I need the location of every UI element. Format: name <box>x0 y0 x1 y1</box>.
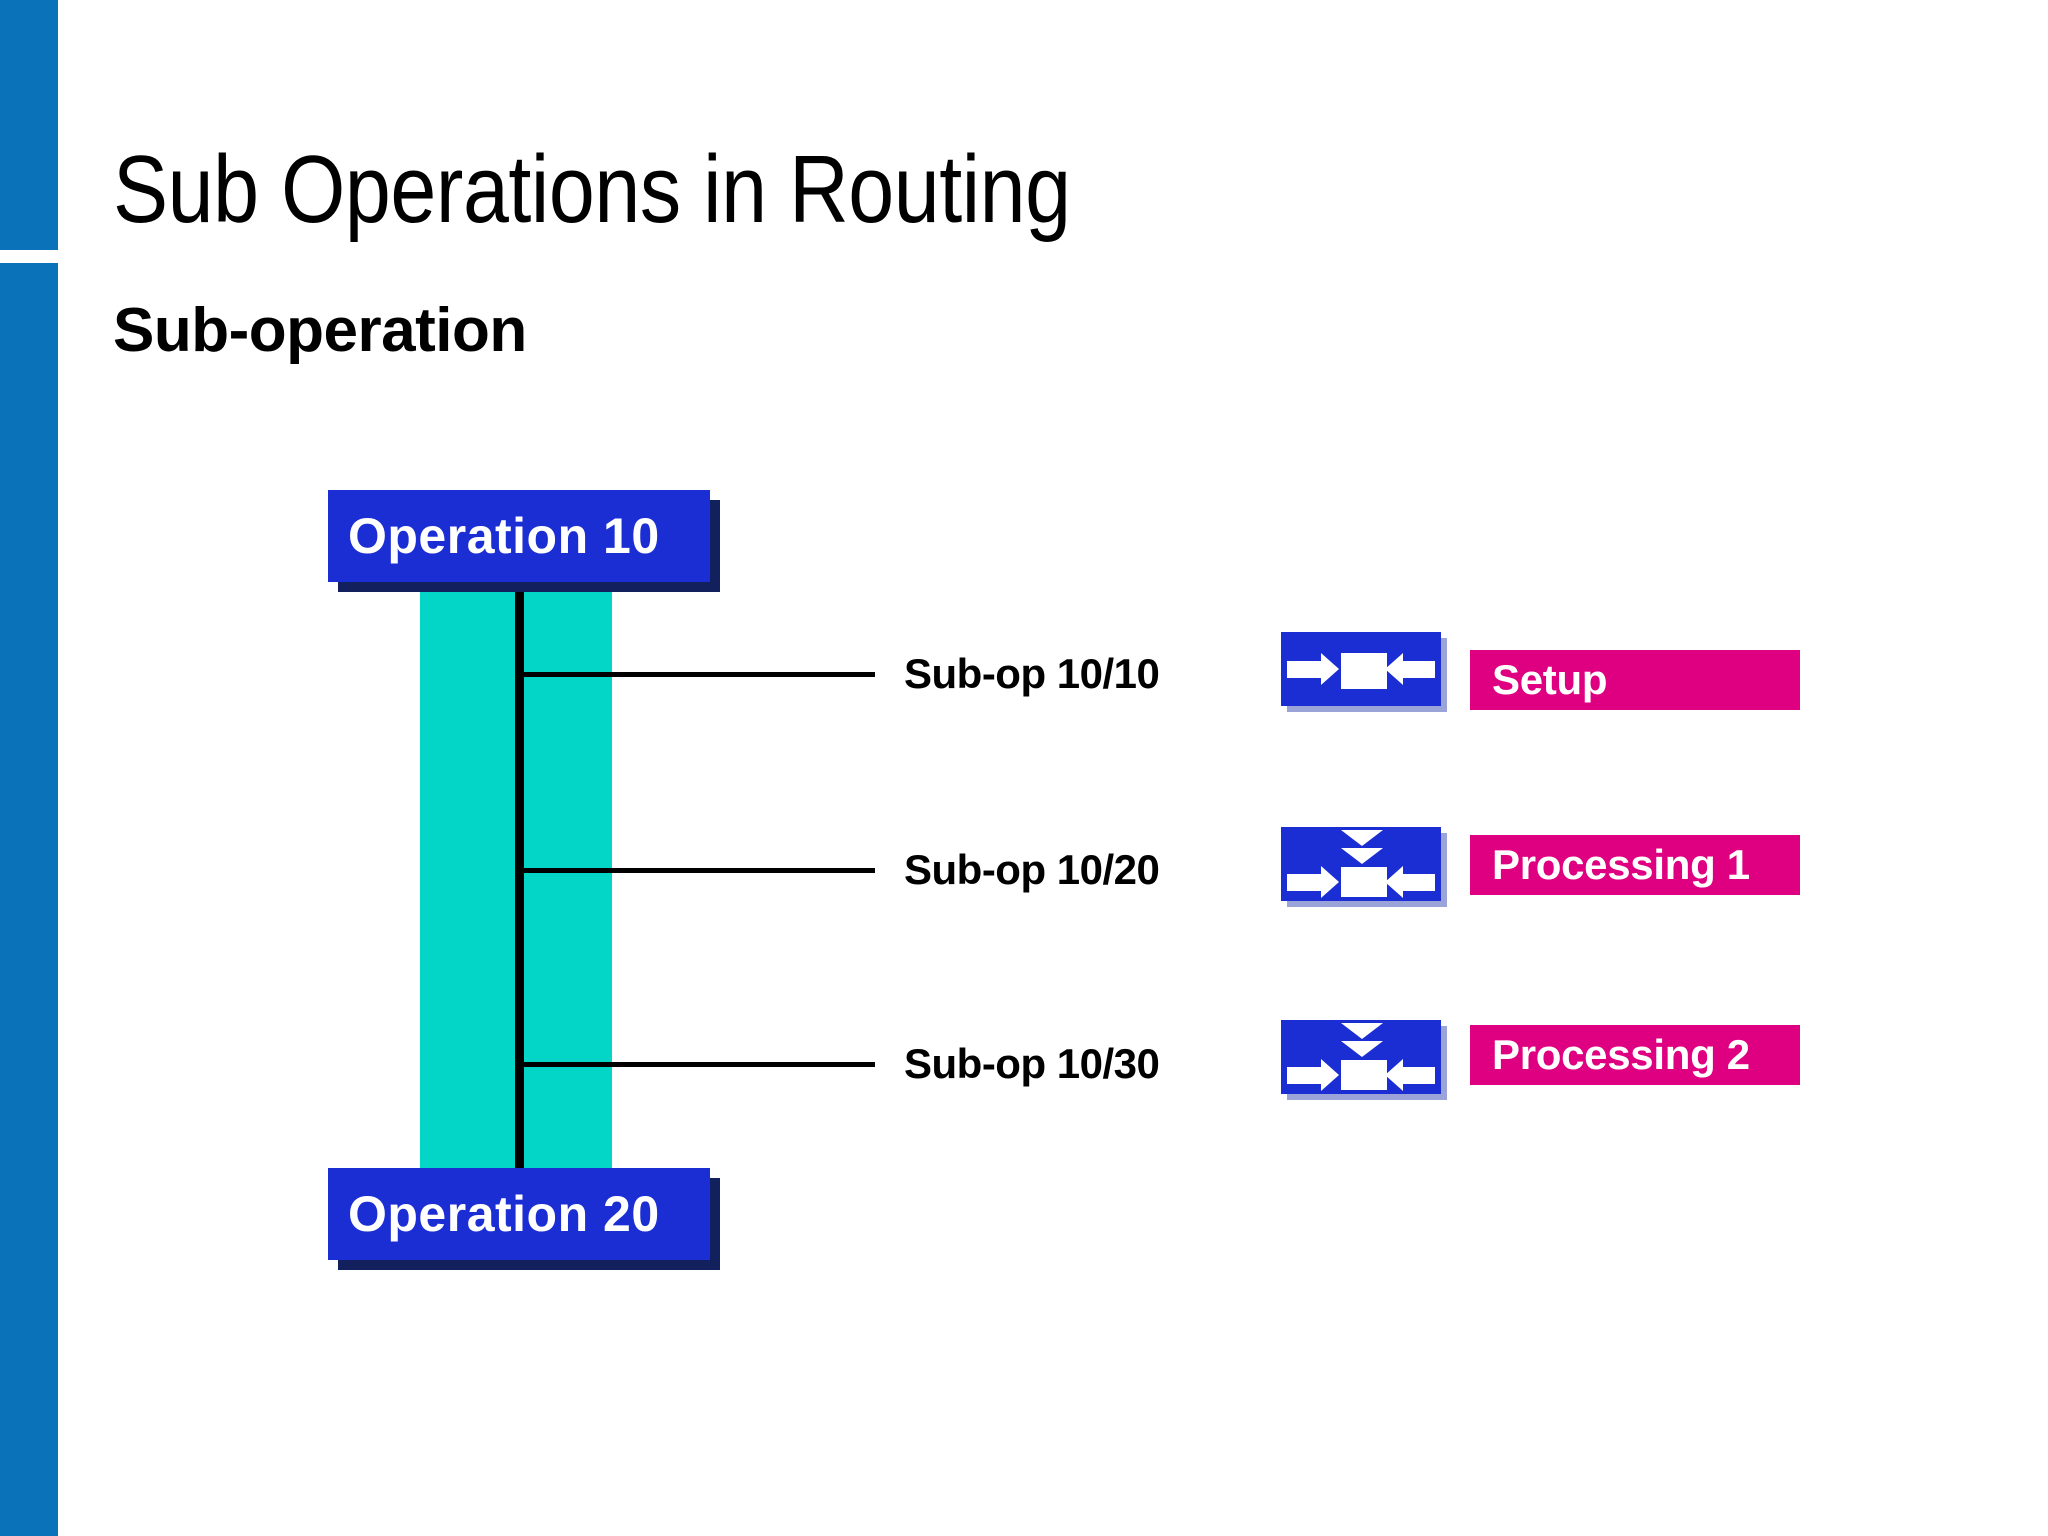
category-badge-setup[interactable]: Setup <box>1470 650 1800 710</box>
setup-icon[interactable] <box>1281 632 1441 706</box>
workpiece-rectangle-icon <box>1339 1058 1389 1092</box>
operation-20-box[interactable]: Operation 20 <box>328 1168 710 1260</box>
page-title: Sub Operations in Routing <box>113 136 1071 243</box>
leader-line-subop-2 <box>519 868 875 873</box>
category-badge-processing-2-label: Processing 2 <box>1492 1031 1750 1078</box>
workpiece-rectangle-icon <box>1339 865 1389 899</box>
operation-20-label: Operation 20 <box>348 1186 660 1242</box>
subop-label-2: Sub-op 10/20 <box>904 846 1160 893</box>
category-badge-setup-label: Setup <box>1492 656 1608 703</box>
accent-bar-top <box>0 0 58 250</box>
arrow-left-shaft-icon <box>1403 661 1435 678</box>
leader-line-subop-3 <box>519 1062 875 1067</box>
arrow-right-shaft-icon <box>1287 661 1321 678</box>
arrow-right-shaft-icon <box>1287 874 1321 891</box>
arrow-left-head-icon <box>1385 653 1403 685</box>
workpiece-rectangle-icon <box>1339 651 1389 691</box>
category-badge-processing-1[interactable]: Processing 1 <box>1470 835 1800 895</box>
triangle-down-icon-lower <box>1341 848 1383 864</box>
processing-icon-1[interactable] <box>1281 827 1441 901</box>
arrow-left-head-icon <box>1385 1059 1403 1091</box>
operation-10-box[interactable]: Operation 10 <box>328 490 710 582</box>
operation-spine-line <box>515 582 524 1170</box>
arrow-right-head-icon <box>1321 866 1339 898</box>
category-badge-processing-1-label: Processing 1 <box>1492 841 1750 888</box>
operation-10-label: Operation 10 <box>348 508 660 564</box>
triangle-down-icon-lower <box>1341 1041 1383 1057</box>
arrow-left-head-icon <box>1385 866 1403 898</box>
triangle-down-icon-upper <box>1341 1023 1383 1039</box>
arrow-left-shaft-icon <box>1403 1067 1435 1084</box>
leader-line-subop-1 <box>519 672 875 677</box>
arrow-right-shaft-icon <box>1287 1067 1321 1084</box>
triangle-down-icon-upper <box>1341 830 1383 846</box>
processing-icon-2[interactable] <box>1281 1020 1441 1094</box>
arrow-right-head-icon <box>1321 1059 1339 1091</box>
subop-label-3: Sub-op 10/30 <box>904 1040 1160 1087</box>
arrow-right-head-icon <box>1321 653 1339 685</box>
subop-label-1: Sub-op 10/10 <box>904 650 1160 697</box>
accent-bar-body <box>0 263 58 1536</box>
category-badge-processing-2[interactable]: Processing 2 <box>1470 1025 1800 1085</box>
page-subtitle: Sub-operation <box>113 296 527 365</box>
arrow-left-shaft-icon <box>1403 874 1435 891</box>
